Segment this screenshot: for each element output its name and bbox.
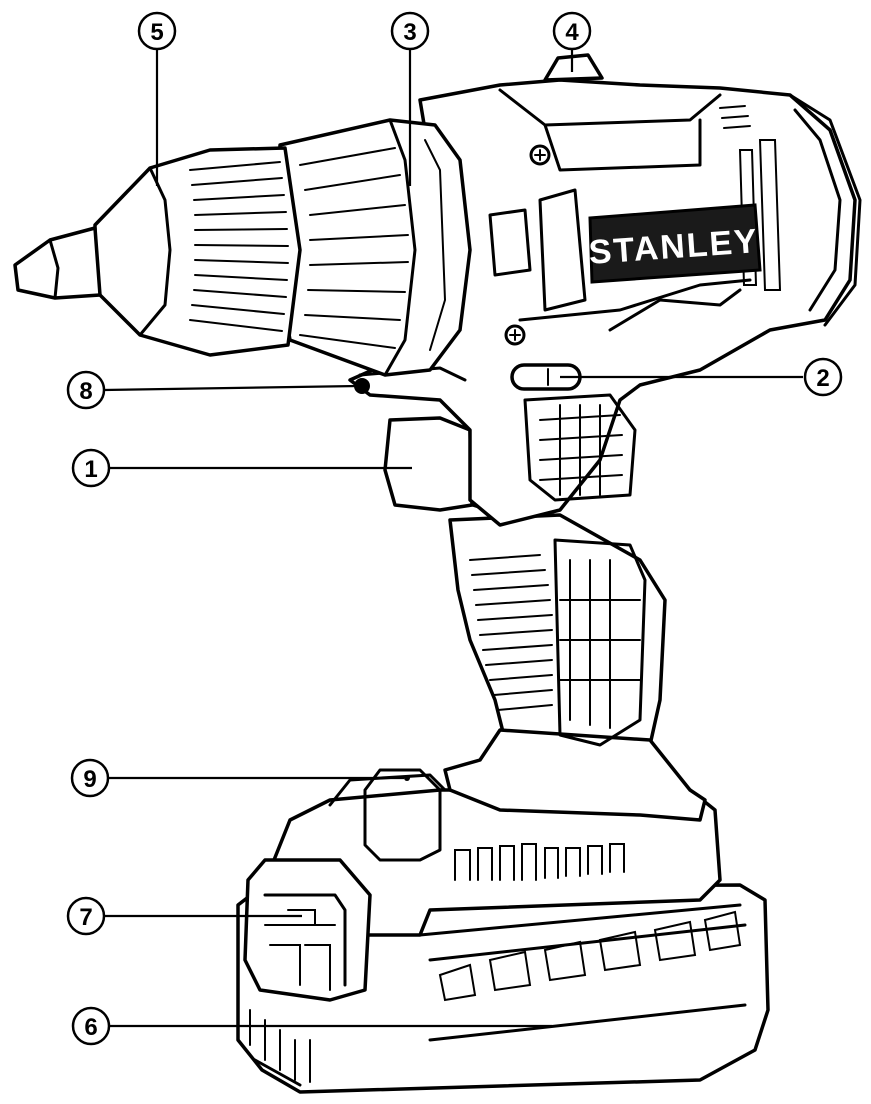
svg-text:5: 5	[150, 19, 163, 46]
svg-text:6: 6	[84, 1014, 97, 1041]
callout-1: 1	[71, 448, 111, 488]
chuck-grip-ribs	[189, 161, 289, 332]
keyless-chuck[interactable]	[13, 146, 302, 357]
stanley-logo: STANLEY	[588, 203, 762, 284]
callout-4: 4	[552, 11, 592, 51]
callout-6: 6	[71, 1006, 111, 1046]
svg-text:4: 4	[565, 19, 579, 46]
upper-grip-texture	[523, 393, 637, 502]
grip-texture	[469, 554, 553, 711]
belt-hook-point	[404, 775, 410, 781]
callout-8: 8	[66, 370, 106, 410]
grip-side-panel	[553, 538, 647, 747]
svg-text:8: 8	[79, 378, 92, 405]
svg-text:2: 2	[816, 365, 829, 392]
callout-7: 7	[66, 896, 106, 936]
battery-lower-ribs	[438, 910, 742, 1002]
svg-text:7: 7	[79, 904, 92, 931]
svg-text:3: 3	[403, 19, 416, 46]
torque-adjustment-collar[interactable]	[273, 118, 472, 377]
callout-5: 5	[137, 11, 177, 51]
callout-2: 2	[803, 357, 843, 397]
callout-3: 3	[390, 11, 430, 51]
svg-text:9: 9	[83, 766, 96, 793]
battery-release-button[interactable]	[243, 858, 372, 1002]
gear-selector[interactable]	[543, 53, 604, 82]
battery-pack	[236, 768, 770, 1094]
handle-grip	[443, 513, 707, 822]
svg-text:1: 1	[84, 456, 97, 483]
battery-vent-slots	[454, 843, 625, 881]
callout-9: 9	[70, 758, 110, 798]
